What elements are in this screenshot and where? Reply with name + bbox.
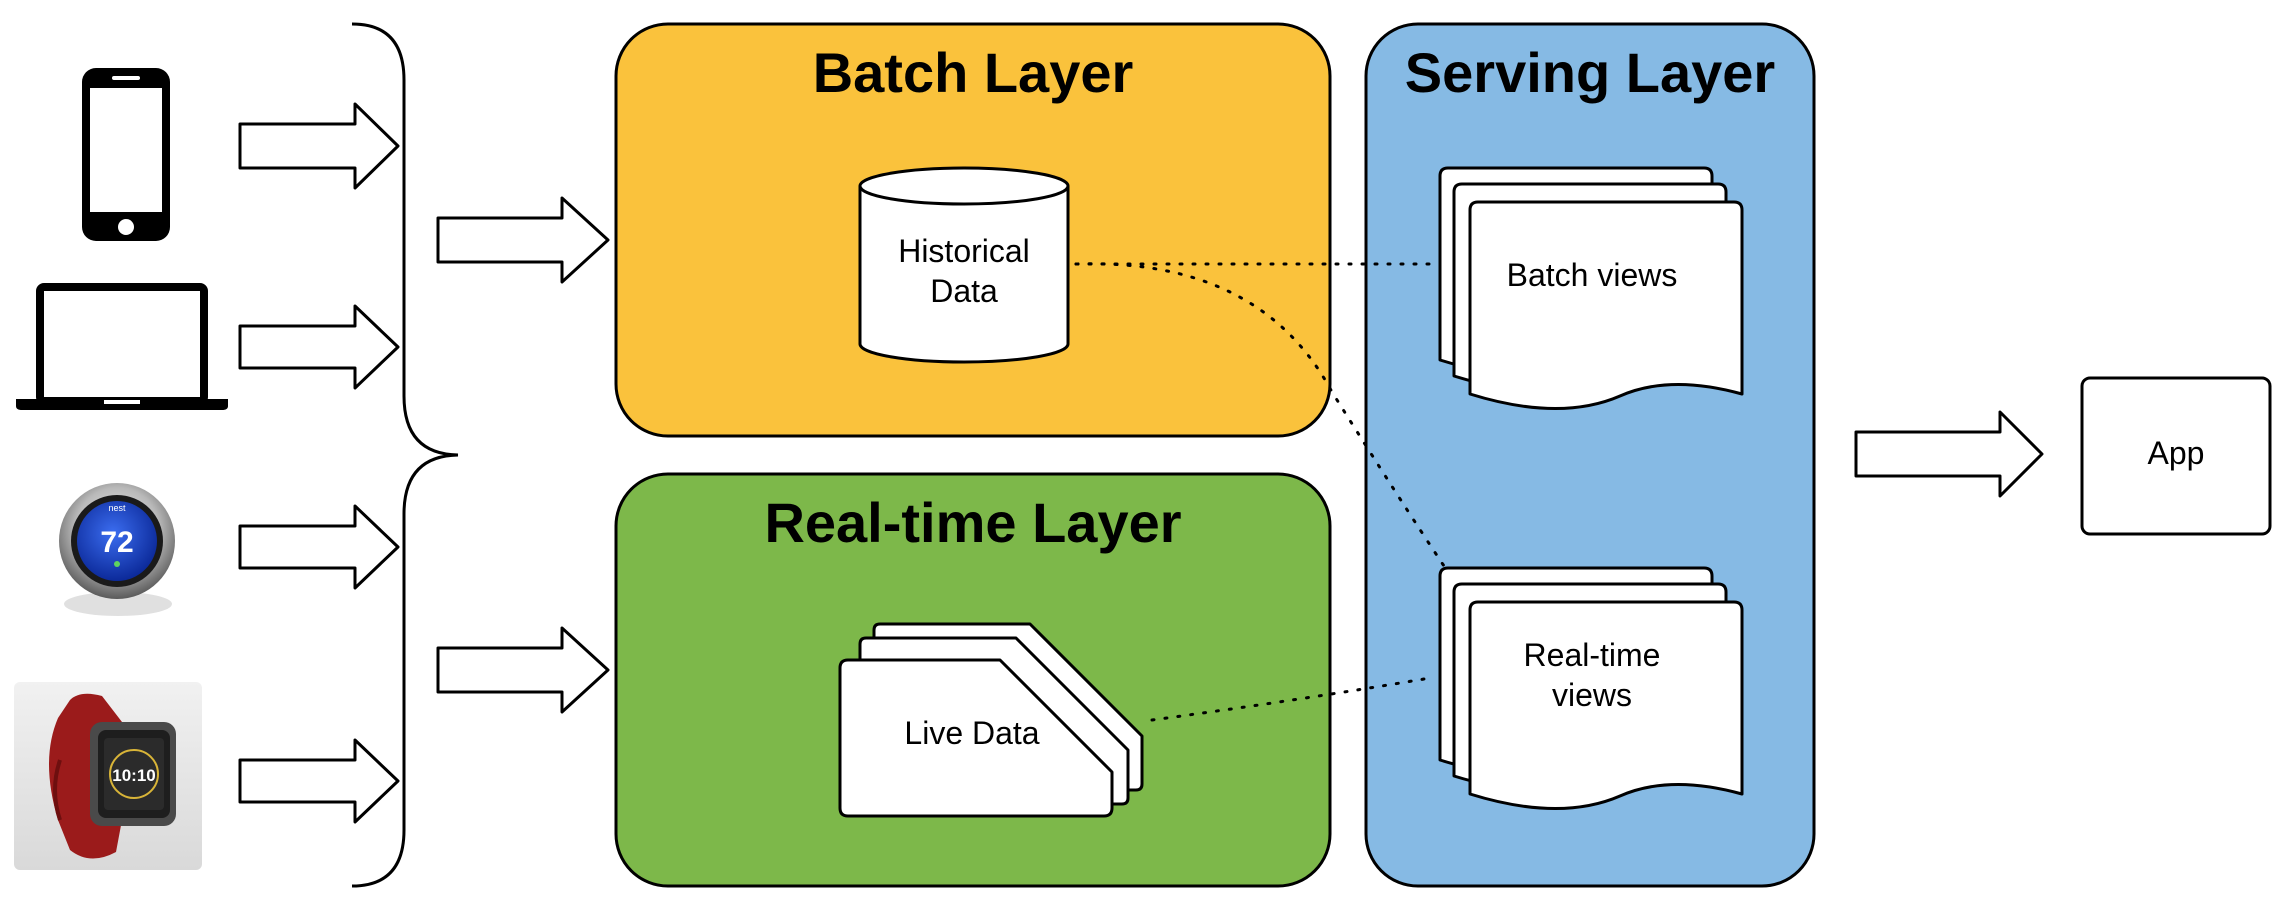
thermostat-brand: nest [108,503,126,513]
realtime-input-arrow [436,626,610,714]
historical-data-store: Historical Data [858,166,1070,364]
thermostat-temperature: 72 [100,526,133,559]
realtime-layer-title: Real-time Layer [764,491,1181,554]
device-arrow-3 [238,504,400,590]
curly-brace [351,22,459,888]
device-arrow-1 [238,102,400,190]
thermostat-icon: nest 72 [59,483,175,616]
realtime-views-label-2: views [1552,677,1632,713]
app-box: App [2080,376,2272,536]
batch-layer-title: Batch Layer [813,41,1134,104]
batch-input-arrow [436,196,610,284]
app-label: App [2148,435,2205,471]
live-data-store [838,622,1144,818]
watch-time: 10:10 [112,766,155,785]
batch-views-stack [1438,166,1744,410]
device-arrow-4 [238,738,400,824]
historical-data-label-2: Data [930,273,998,309]
smartphone-icon [82,68,170,241]
serving-layer-title: Serving Layer [1405,41,1775,104]
historical-data-label-1: Historical [898,233,1030,269]
realtime-views-label-1: Real-time [1524,637,1661,673]
laptop-icon [16,283,228,410]
connector-live-to-realtime-views [1150,676,1432,722]
live-data-label: Live Data [904,715,1039,751]
output-arrow [1854,410,2044,498]
device-arrow-2 [238,304,400,390]
smartwatch-icon: 10:10 [14,682,202,870]
batch-views-label: Batch views [1507,257,1678,293]
realtime-views-stack [1438,566,1744,810]
